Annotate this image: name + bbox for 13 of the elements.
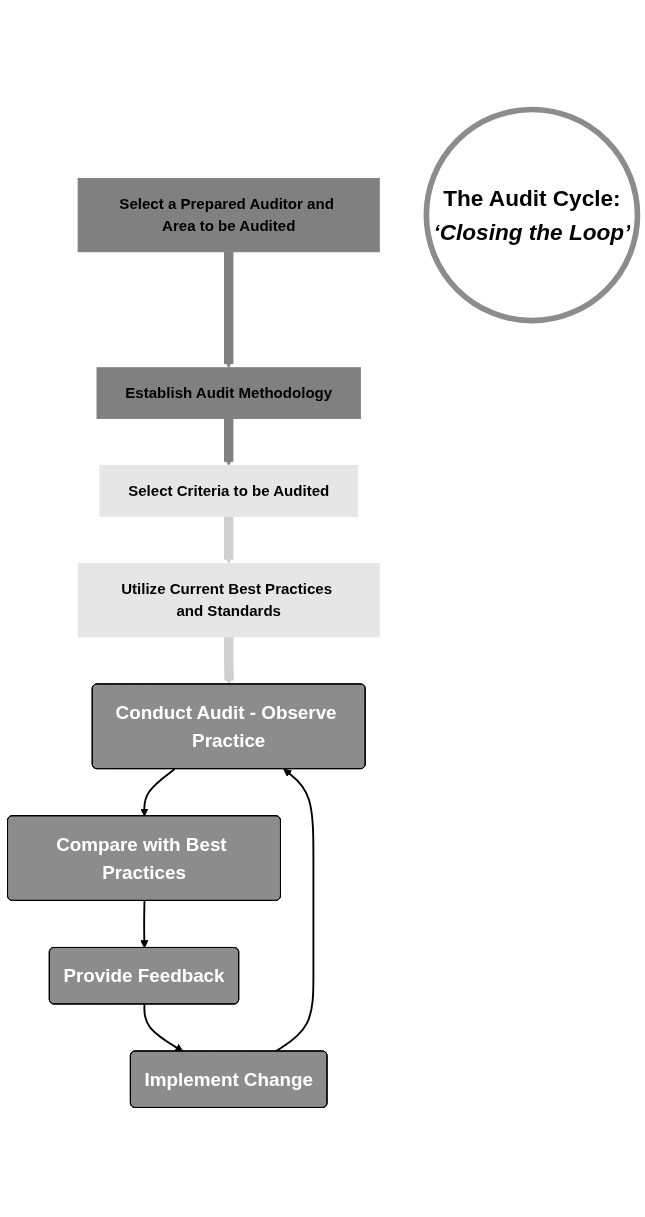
node-box: Select a Prepared Auditor and Area to be Audited <box>77 177 380 253</box>
node-circle: The Audit Cycle: ‘Closing the Loop’ <box>423 106 641 324</box>
arrow <box>224 417 234 466</box>
arrow <box>274 768 315 1053</box>
node-box: Select Criteria to be Audited <box>99 465 358 517</box>
arrow <box>224 636 234 685</box>
arrow <box>143 1003 184 1052</box>
arrow <box>224 515 234 564</box>
arrow <box>140 899 149 949</box>
node-box: Establish Audit Methodology <box>96 367 361 419</box>
arrow <box>224 251 234 369</box>
node-box: Utilize Current Best Practices and Standards <box>77 563 380 638</box>
arrow <box>140 768 176 817</box>
